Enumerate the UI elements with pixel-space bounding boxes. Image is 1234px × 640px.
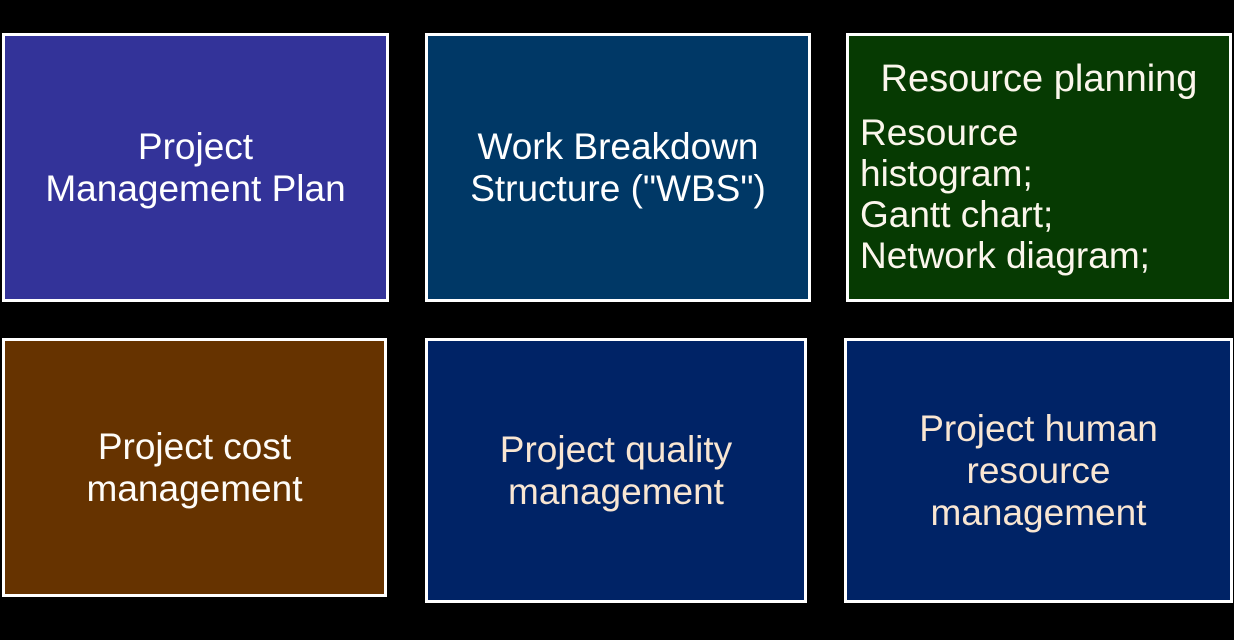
box-project-quality-management-label: Project quality management (499, 428, 733, 512)
box-project-cost-management-label: Project cost management (86, 425, 303, 509)
box-project-human-resource-management-label: Project human resource management (919, 407, 1158, 533)
box-project-quality-management: Project quality management (425, 338, 807, 603)
box-work-breakdown-structure: Work Breakdown Structure ("WBS") (425, 33, 811, 302)
box-resource-planning-title: Resource planning (880, 58, 1198, 100)
box-resource-planning-body: Resource histogram; Gantt chart; Network… (860, 112, 1150, 276)
box-project-cost-management: Project cost management (2, 338, 387, 597)
box-resource-planning: Resource planning Resource histogram; Ga… (846, 33, 1232, 302)
box-project-management-plan-label: Project Management Plan (45, 125, 346, 209)
box-work-breakdown-structure-label: Work Breakdown Structure ("WBS") (470, 125, 766, 209)
box-project-human-resource-management: Project human resource management (844, 338, 1233, 603)
box-project-management-plan: Project Management Plan (2, 33, 389, 302)
